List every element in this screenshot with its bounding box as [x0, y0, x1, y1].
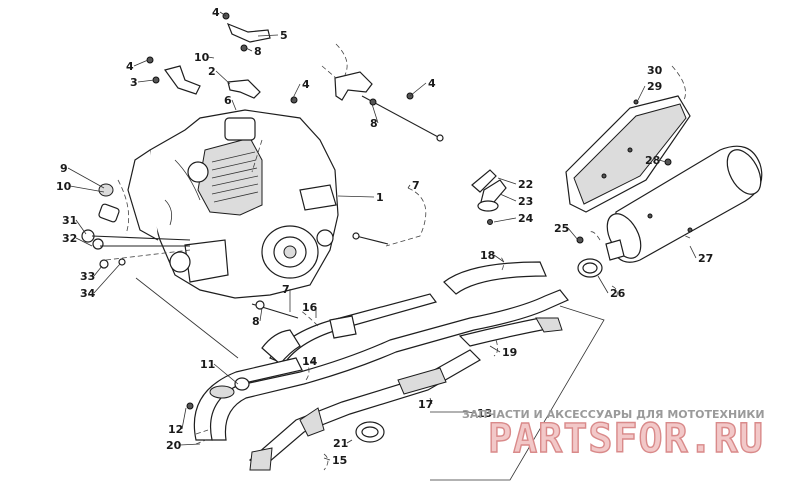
callout-leader-23: [499, 193, 517, 202]
callout-12: 12: [168, 423, 183, 436]
mount-bolts: [251, 232, 389, 319]
upper-brackets: [146, 12, 444, 142]
callout-1: 1: [376, 191, 384, 204]
callout-5: 5: [280, 29, 288, 42]
grouping-lines: [117, 43, 691, 481]
callout-leader-1: [337, 195, 375, 198]
callout-leader-4: [291, 83, 301, 101]
callout-31: 31: [62, 214, 77, 227]
callout-leader-10: [207, 56, 215, 59]
callout-leader-13: [467, 411, 476, 414]
callout-leader-25: [567, 227, 579, 241]
callout-4: 4: [428, 77, 436, 90]
callout-leader-10: [69, 185, 105, 193]
callout-18: 18: [480, 249, 495, 262]
callout-7: 7: [282, 283, 290, 296]
callout-leader-4: [409, 82, 427, 97]
callout-leader-24: [493, 217, 517, 223]
callout-7: 7: [412, 179, 420, 192]
callout-8: 8: [252, 315, 260, 328]
callout-33: 33: [80, 270, 95, 283]
callout-9: 9: [60, 162, 68, 175]
callout-leader-6: [231, 99, 237, 111]
callout-22: 22: [518, 178, 533, 191]
callout-leader-32: [75, 237, 93, 247]
callout-13: 13: [477, 407, 492, 420]
callout-20: 20: [166, 439, 182, 452]
callout-3: 3: [130, 76, 138, 89]
callout-leader-27: [689, 245, 697, 259]
callout-leader-2: [215, 70, 231, 85]
callout-8: 8: [370, 117, 378, 130]
callout-leader-30: [659, 69, 662, 75]
callout-34: 34: [80, 287, 96, 300]
callout-16: 16: [302, 301, 318, 314]
callout-17: 17: [418, 398, 433, 411]
callout-23: 23: [518, 195, 533, 208]
callout-leader-31: [75, 219, 87, 235]
left-small-parts: [81, 183, 191, 269]
callout-11: 11: [200, 358, 215, 371]
callout-leader-8: [259, 307, 263, 322]
callout-30: 30: [647, 64, 663, 77]
callout-10: 10: [194, 51, 210, 64]
callout-leader-9: [67, 167, 105, 189]
watermark-caption: ЗАПЧАСТИ И АКСЕССУАРЫ ДЛЯ МОТОТЕХНИКИ: [462, 408, 765, 421]
callout-4: 4: [126, 60, 134, 73]
callout-leader-4: [219, 11, 227, 17]
exhaust-pipes: [186, 261, 569, 471]
callout-leader-19: [489, 345, 501, 353]
watermark-brand: PARTSFOR.RU: [488, 416, 764, 462]
callout-leader-3: [137, 79, 155, 83]
callout-21: 21: [333, 437, 348, 450]
callout-leader-26: [597, 275, 609, 294]
callout-leader-12: [181, 407, 187, 430]
callout-6: 6: [224, 94, 232, 107]
callout-leader-8: [245, 47, 253, 52]
engine-assembly: [127, 109, 339, 299]
callout-leader-21: [346, 439, 353, 444]
callout-4: 4: [212, 6, 220, 19]
callout-leader-34: [93, 263, 121, 294]
callout-27: 27: [698, 252, 713, 265]
callout-10: 10: [56, 180, 72, 193]
callout-leader-11: [213, 363, 239, 385]
callout-leader-20: [179, 443, 201, 446]
callout-19: 19: [502, 346, 517, 359]
callout-29: 29: [647, 80, 662, 93]
callout-leader-18: [493, 254, 505, 263]
callout-leader-14: [309, 360, 317, 363]
callout-leader-8: [371, 103, 379, 124]
callout-leader-22: [497, 177, 517, 185]
callout-26: 26: [610, 287, 626, 300]
callout-28: 28: [645, 154, 660, 167]
callout-15: 15: [332, 454, 347, 467]
callout-4: 4: [302, 78, 310, 91]
callout-leader-15: [323, 457, 331, 461]
muffler-assembly: [565, 95, 763, 278]
callout-32: 32: [62, 232, 77, 245]
callout-leader-33: [93, 265, 103, 277]
callout-leader-17: [429, 397, 433, 405]
callout-14: 14: [302, 355, 318, 368]
callout-leader-7: [407, 184, 411, 189]
callout-leader-28: [658, 159, 667, 163]
callout-leader-5: [257, 34, 279, 37]
callout-25: 25: [554, 222, 569, 235]
callout-24: 24: [518, 212, 534, 225]
callout-2: 2: [208, 65, 216, 78]
callout-8: 8: [254, 45, 262, 58]
watermark: ЗАПЧАСТИ И АКСЕССУАРЫ ДЛЯ МОТОТЕХНИКИ PA…: [462, 408, 765, 463]
callout-leader-4: [133, 59, 149, 67]
clamp-bracket: [471, 169, 507, 225]
callout-leader-29: [637, 85, 646, 101]
